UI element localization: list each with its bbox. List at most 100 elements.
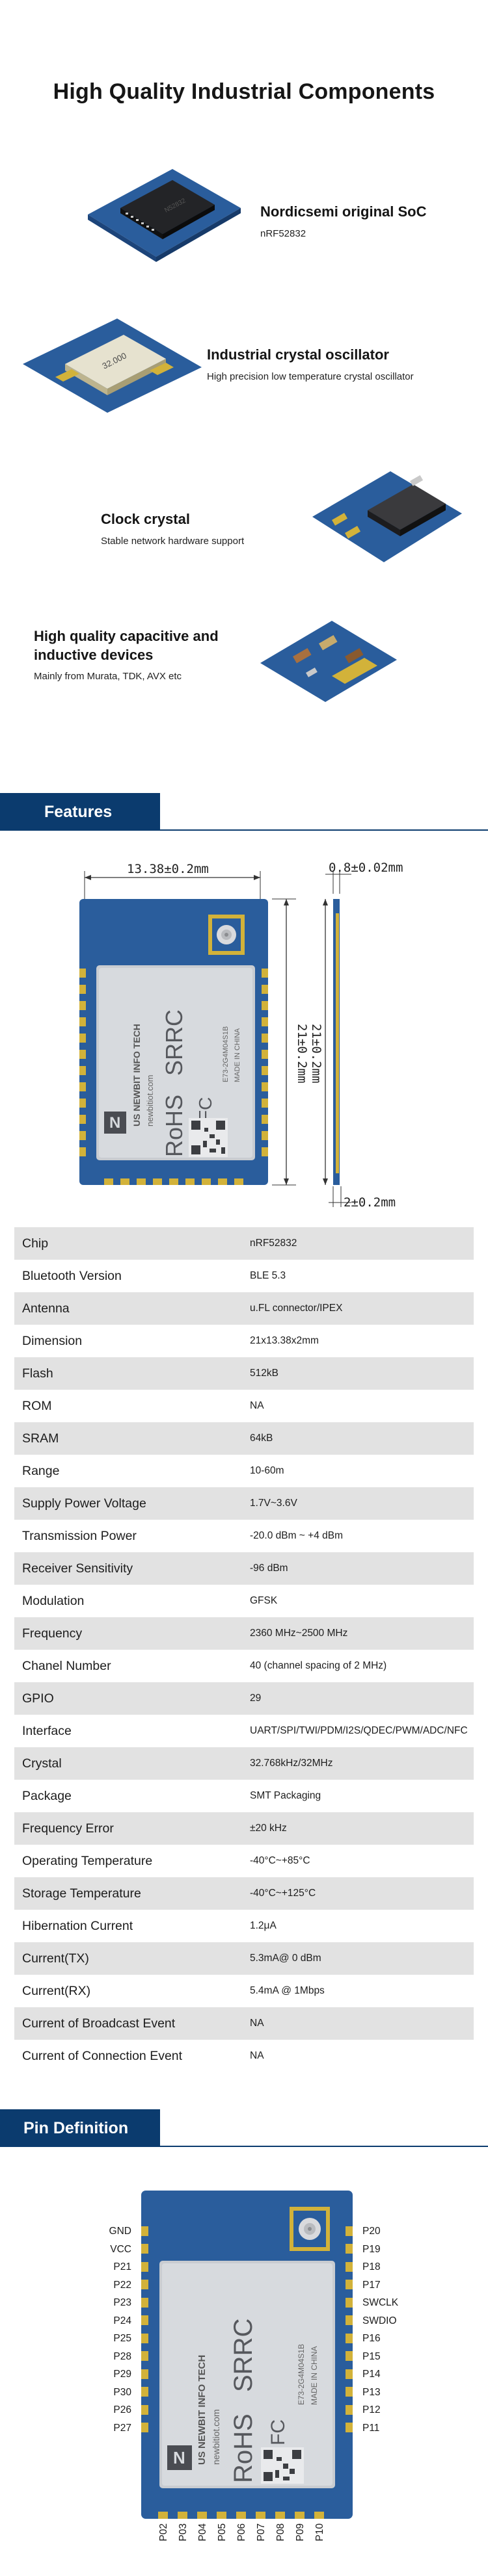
pin-module-model: E73-2G4M04S1B — [297, 2344, 306, 2405]
pin-label-left: P30 — [113, 2386, 131, 2398]
pin-module-drawing: N US NEWBIT INFO TECH newbitiot.com RoHS… — [141, 2191, 353, 2519]
pin-definition-header: Pin Definition — [0, 2109, 488, 2147]
spec-key: Current of Broadcast Event — [22, 2016, 176, 2031]
spec-key: Supply Power Voltage — [22, 1496, 146, 1511]
spec-value: nRF52832 — [250, 1238, 297, 1249]
spec-value: 29 — [250, 1693, 262, 1704]
pin-label-right: P17 — [362, 2279, 381, 2291]
spec-value: 21x13.38x2mm — [250, 1335, 319, 1346]
component-title-passive-2: inductive devices — [34, 646, 154, 663]
spec-key: Frequency Error — [22, 1821, 114, 1836]
module-url: newbitiot.com — [145, 1075, 155, 1126]
spec-row: Transmission Power -20.0 dBm ~ +4 dBm — [14, 1520, 474, 1552]
module-brand: US NEWBIT INFO TECH — [131, 1024, 142, 1126]
pin-module-rohs: RoHS — [229, 2413, 258, 2483]
spec-value: NA — [250, 2018, 264, 2029]
pin-label-bottom: P10 — [314, 2523, 325, 2542]
dim-width: 13.38±0.2mm — [127, 862, 209, 876]
pin-label-right: P14 — [362, 2369, 381, 2380]
spec-key: ROM — [22, 1398, 52, 1413]
spec-key: Interface — [22, 1723, 72, 1738]
spec-value: 40 (channel spacing of 2 MHz) — [250, 1660, 387, 1671]
pin-label-right: P12 — [362, 2404, 381, 2415]
spec-key: Storage Temperature — [22, 1886, 141, 1901]
pin-label-left: P22 — [113, 2279, 131, 2291]
spec-row: Supply Power Voltage 1.7V~3.6V — [14, 1487, 474, 1520]
capacitor-icon — [260, 621, 397, 702]
spec-value: 10-60m — [250, 1465, 284, 1476]
spec-key: Receiver Sensitivity — [22, 1561, 133, 1576]
component-title-passive-1: High quality capacitive and — [34, 628, 219, 644]
pin-label-left: P29 — [113, 2369, 131, 2380]
component-title-clock: Clock crystal — [101, 511, 190, 527]
pin-label-right: P20 — [362, 2226, 381, 2237]
pin-label-bottom: P03 — [178, 2523, 189, 2542]
spec-key: Antenna — [22, 1301, 70, 1316]
spec-key: Transmission Power — [22, 1528, 137, 1543]
spec-value: -96 dBm — [250, 1563, 288, 1574]
spec-row: Bluetooth Version BLE 5.3 — [14, 1260, 474, 1292]
component-sub-crystal: High precision low temperature crystal o… — [207, 371, 414, 382]
pin-label-left: P21 — [113, 2261, 131, 2272]
pin-label-right: P16 — [362, 2333, 381, 2344]
spec-value: 512kB — [250, 1368, 278, 1379]
pin-label-left: P26 — [113, 2404, 131, 2415]
spec-key: Chanel Number — [22, 1658, 111, 1673]
spec-value: GFSK — [250, 1595, 278, 1606]
spec-row: Receiver Sensitivity -96 dBm — [14, 1552, 474, 1585]
spec-row: Flash 512kB — [14, 1357, 474, 1390]
component-sub-soc: nRF52832 — [260, 228, 306, 239]
spec-key: Crystal — [22, 1756, 62, 1771]
spec-value: NA — [250, 1400, 264, 1411]
spec-key: Package — [22, 1788, 72, 1803]
spec-value: 64kB — [250, 1433, 273, 1444]
features-header: Features — [0, 793, 488, 831]
spec-value: 1.2μA — [250, 1920, 277, 1931]
spec-row: Storage Temperature-40°C~+125°C — [14, 1877, 474, 1910]
spec-key: Bluetooth Version — [22, 1268, 122, 1283]
clock-crystal-icon — [312, 471, 462, 562]
spec-value: 32.768kHz/32MHz — [250, 1758, 333, 1769]
spec-row: Operating Temperature-40°C~+85°C — [14, 1845, 474, 1877]
spec-row: Chanel Number 40 (channel spacing of 2 MH… — [14, 1650, 474, 1682]
spec-row: Current(TX)5.3mA@ 0 dBm — [14, 1942, 474, 1975]
spec-key: Flash — [22, 1366, 53, 1381]
qr-code-icon — [189, 1118, 228, 1157]
pin-label-bottom: P06 — [236, 2523, 247, 2542]
dimension-drawing: 13.38±0.2mm N US NEWBIT INFO TECH newbit… — [79, 861, 403, 1210]
pin-label-bottom: P02 — [158, 2523, 169, 2542]
component-title-crystal: Industrial crystal oscillator — [207, 346, 389, 363]
pin-label-left: GND — [109, 2226, 131, 2237]
spec-key: Dimension — [22, 1333, 83, 1348]
dim-thickness: 0.8±0.02mm — [329, 861, 403, 875]
spec-row: Frequency Error±20 kHz — [14, 1812, 474, 1845]
pin-label-left: P28 — [113, 2350, 131, 2362]
pin-module-url: newbitiot.com — [211, 2409, 221, 2465]
spec-value: BLE 5.3 — [250, 1270, 286, 1281]
pin-module-brand: US NEWBIT INFO TECH — [197, 2355, 208, 2465]
spec-row: Dimension 21x13.38x2mm — [14, 1325, 474, 1357]
spec-value: 5.3mA@ 0 dBm — [250, 1953, 321, 1964]
pin-label-right: P13 — [362, 2386, 381, 2398]
dim-total: 2±0.2mm — [344, 1195, 396, 1210]
spec-value: -20.0 dBm ~ +4 dBm — [250, 1530, 344, 1541]
dim-height: 21±0.2mm — [295, 1024, 309, 1084]
spec-value: 2360 MHz~2500 MHz — [250, 1628, 348, 1639]
features-tab: Features — [0, 793, 160, 831]
spec-row: Range 10-60m — [14, 1455, 474, 1487]
pin-definition-tab: Pin Definition — [0, 2109, 160, 2147]
spec-key: Range — [22, 1463, 60, 1478]
pin-label-bottom: P08 — [275, 2523, 286, 2542]
spec-key: Current(RX) — [22, 1983, 91, 1998]
pin-label-right: P15 — [362, 2350, 381, 2362]
spec-value: NA — [250, 2050, 264, 2061]
spec-value: 1.7V~3.6V — [250, 1498, 297, 1509]
module-fc: FC — [195, 1097, 215, 1121]
module-rohs: RoHS — [161, 1095, 187, 1157]
spec-key: Operating Temperature — [22, 1853, 153, 1868]
